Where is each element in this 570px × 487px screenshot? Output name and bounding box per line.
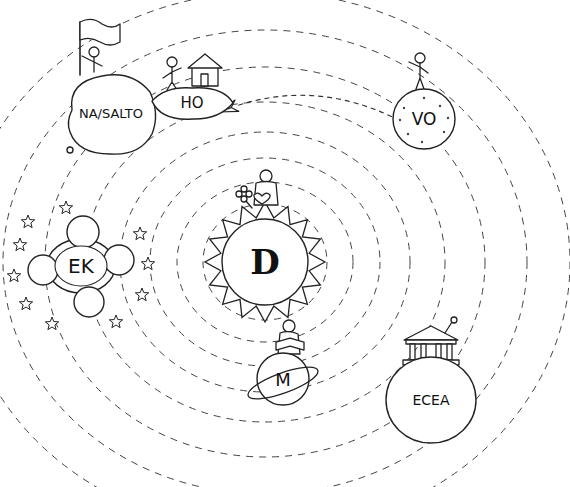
person-figure	[254, 170, 278, 205]
person-figure	[163, 57, 181, 90]
planet-node: ECEA	[385, 356, 477, 444]
planet-node: VO	[392, 88, 456, 150]
reading-person	[276, 320, 304, 354]
house-symbol	[188, 54, 222, 86]
person-figure	[409, 53, 428, 89]
flight-path	[236, 95, 392, 117]
planet-node: M	[256, 352, 310, 406]
star-symbols	[7, 201, 154, 330]
planet-label: HO	[180, 94, 203, 112]
planet-label: D	[250, 242, 279, 282]
planet-node: NA/SALTO	[62, 70, 160, 156]
planet-label: M	[275, 369, 291, 390]
planet-label: ECEA	[412, 392, 449, 408]
planet-node: HO	[148, 84, 236, 122]
planet-label: VO	[412, 109, 437, 129]
planet-label: NA/SALTO	[79, 106, 143, 121]
flower-symbol	[236, 186, 252, 208]
planet-node: D	[221, 218, 309, 306]
planet-label: EK	[68, 254, 94, 278]
planet-node: EK	[27, 214, 135, 318]
sunflower-petals	[205, 202, 325, 322]
